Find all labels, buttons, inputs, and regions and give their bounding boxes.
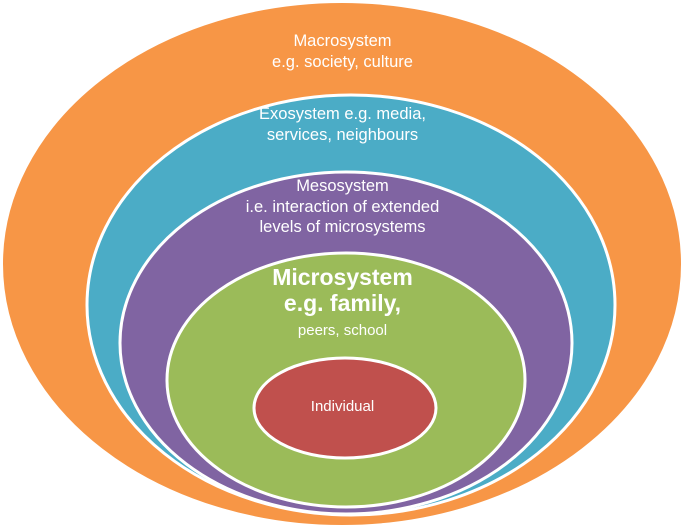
mesosystem-label: Mesosystem i.e. interaction of extended … [0, 176, 685, 238]
mesosystem-line-2: i.e. interaction of extended [245, 197, 440, 216]
mesosystem-line-3: levels of microsystems [259, 218, 426, 237]
individual-ellipse [252, 356, 438, 460]
exosystem-label: Exosystem e.g. media, services, neighbou… [0, 104, 685, 145]
macrosystem-label: Macrosystem e.g. society, culture [0, 31, 685, 72]
macrosystem-example: e.g. society, culture [272, 52, 413, 71]
microsystem-label: Microsystem e.g. family, [0, 264, 685, 317]
exosystem-line-1: Exosystem e.g. media, [259, 105, 426, 123]
microsystem-sub-label: peers, school [297, 322, 388, 339]
microsystem-example: e.g. family, [283, 290, 402, 317]
mesosystem-title: Mesosystem [296, 177, 389, 195]
macrosystem-title: Macrosystem [293, 32, 392, 50]
microsystem-title: Microsystem [272, 264, 413, 290]
individual-label: Individual [310, 398, 375, 415]
exosystem-line-2: services, neighbours [266, 125, 419, 144]
